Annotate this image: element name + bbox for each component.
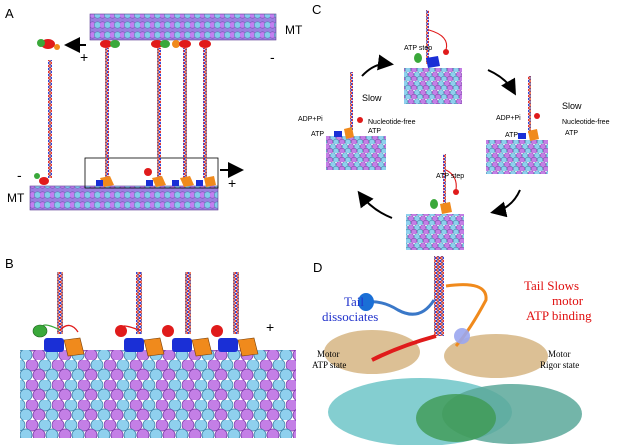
c-bottom-atp-step: ATP step: [436, 173, 464, 180]
c-left-atp-a: ATP: [311, 131, 324, 138]
motor-left-line-1: Motor: [317, 349, 340, 359]
mt-label-top: MT: [285, 23, 303, 37]
panel-label-b: B: [5, 256, 14, 271]
mt-c-bottom: [406, 214, 464, 250]
panel-d: D Tail dissociates Tail Slows motor ATP …: [312, 256, 592, 445]
tail-slows-label: Tail Slows motor ATP binding: [524, 278, 592, 323]
stalk-5: [203, 48, 207, 178]
c-right-atp-b: ATP: [565, 130, 578, 137]
panel-label-c: C: [312, 2, 321, 17]
mt-label-bottom: MT: [7, 191, 25, 205]
cycle-arrow-1-icon: [361, 54, 394, 77]
c-left-atp-b: ATP: [368, 128, 381, 135]
c-right-atp-a: ATP: [505, 132, 518, 139]
stalk-d: [434, 256, 444, 336]
c-left-nucfree: Nucleotide-free: [368, 119, 416, 126]
tail-dissociates-label: Tail dissociates: [322, 294, 378, 324]
stalk-c-top: [426, 10, 429, 64]
microtubule-top: [89, 13, 277, 41]
plus-top-label: +: [80, 49, 88, 65]
stalk-4: [183, 48, 187, 178]
stalk-1: [48, 60, 52, 178]
stalk-3: [157, 48, 161, 178]
tail-red: [371, 334, 437, 362]
c-top-atp-step: ATP step: [404, 45, 432, 52]
motor-right-line-1: Motor: [548, 349, 571, 359]
tail-slows-line-3: ATP binding: [526, 308, 592, 323]
stalk-c-bottom: [443, 154, 446, 208]
motor-right-line-2: Rigor state: [540, 360, 579, 370]
panel-label-d: D: [313, 260, 322, 275]
tail-blue-head: [358, 293, 374, 311]
mt-c-right: [486, 140, 548, 174]
inset-box: [84, 157, 219, 189]
panel-a: A MT MT + - + -: [5, 6, 303, 211]
stalk-b-1: [57, 272, 63, 334]
cycle-arrow-4-icon: [357, 190, 393, 219]
cycle-arrow-3-icon: [490, 189, 521, 218]
stalk-b-2: [136, 272, 142, 334]
panel-label-a: A: [5, 6, 14, 21]
plus-bottom-label: +: [228, 175, 236, 191]
stalk-c-right: [528, 76, 531, 134]
microtubule-bottom: [29, 185, 219, 211]
c-right-adp: ADP+Pi: [496, 115, 521, 122]
motors-b: [32, 324, 259, 357]
tail-slows-line-2: motor: [552, 293, 584, 308]
motor-left-line-2: ATP state: [312, 360, 346, 370]
stalk-b-4: [233, 272, 239, 334]
c-left-slow: Slow: [362, 93, 382, 103]
motor-heads-top: [37, 39, 211, 50]
panel-c: C ATP step Slow ADP+Pi Nucleotide-free A…: [298, 2, 610, 250]
tail-violet-head: [454, 328, 470, 344]
microtubule-lattice-b: [20, 350, 296, 438]
mt-c-top: [404, 68, 462, 104]
stalk-b-3: [185, 272, 191, 334]
minus-top-label: -: [270, 49, 275, 65]
tail-blue: [365, 299, 436, 316]
motor-left-label: Motor ATP state: [312, 349, 346, 370]
motor-heads-bottom: [34, 168, 216, 187]
c-right-nucfree: Nucleotide-free: [562, 119, 610, 126]
c-left-adp: ADP+Pi: [298, 116, 323, 123]
cycle-arrow-2-icon: [487, 69, 516, 96]
mt-c-left: [326, 136, 386, 170]
motor-right-label: Motor Rigor state: [540, 349, 579, 370]
density-map: [324, 330, 582, 445]
plus-b-label: +: [266, 319, 274, 335]
tail-slows-line-1: Tail Slows: [524, 278, 579, 293]
tail-dissociates-line-1: Tail: [344, 294, 364, 309]
panel-b: B +: [5, 256, 296, 438]
c-right-slow: Slow: [562, 101, 582, 111]
stalk-c-left: [350, 72, 353, 130]
stalk-2: [105, 48, 109, 178]
tail-dissociates-line-2: dissociates: [322, 309, 378, 324]
minus-bottom-label: -: [17, 167, 22, 183]
